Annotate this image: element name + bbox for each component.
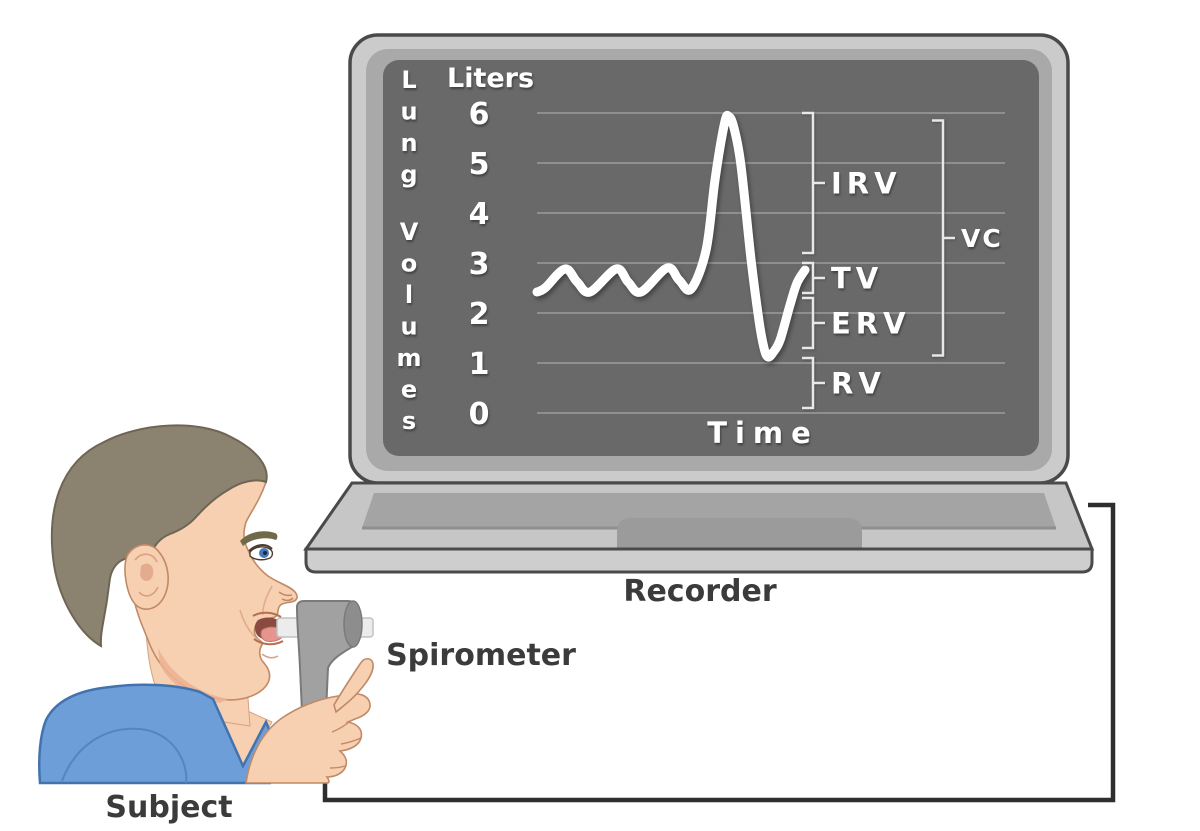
label-tidal-volume: TV	[831, 261, 883, 295]
y-axis-title: Liters	[447, 63, 534, 94]
bracket-residual-volume	[802, 356, 825, 410]
y-tick-4: 4	[469, 197, 490, 232]
spirometer-end-cap	[343, 600, 363, 648]
spirogram-chart: 6 5 4 3 2 1 0 IRV TV ERV RV VC	[469, 97, 1005, 432]
y-tick-3: 3	[469, 247, 490, 282]
y-tick-2: 2	[469, 297, 490, 332]
subject-figure	[38, 424, 298, 785]
subject-nose-detail	[278, 591, 294, 602]
y-tick-6: 6	[469, 97, 490, 132]
side-label-char: g	[400, 161, 417, 189]
label-residual-volume: RV	[831, 366, 886, 400]
subject-ear-inner	[140, 563, 154, 581]
subject-pupil	[263, 551, 267, 555]
bracket-expiratory-reserve-volume	[802, 296, 825, 350]
shirt-fold	[61, 727, 188, 784]
spirogram-trace	[532, 110, 810, 362]
subject-hair	[50, 424, 268, 648]
subject-eyelid	[248, 544, 273, 552]
subject-chin-crease	[261, 653, 279, 659]
spirometer-device	[252, 600, 374, 720]
finger-creases	[329, 721, 362, 769]
laptop-front-edge	[304, 547, 1094, 574]
subject-upper-lip	[252, 611, 282, 618]
y-tick-1: 1	[469, 347, 490, 382]
laptop-keyboard	[362, 493, 1056, 528]
subject-index-finger	[333, 657, 374, 714]
subject-eyebrow	[240, 531, 278, 546]
label-expiratory-reserve-volume: ERV	[831, 306, 911, 340]
spirometer-label: Spirometer	[386, 638, 576, 673]
label-inspiratory-reserve-volume: IRV	[831, 166, 902, 200]
y-tick-0: 0	[469, 397, 490, 432]
y-tick-5: 5	[469, 147, 490, 182]
bracket-vital-capacity	[932, 119, 955, 357]
bracket-tidal-volume	[802, 261, 825, 295]
side-label-char: s	[402, 407, 416, 435]
subject-label: Subject	[105, 790, 232, 825]
label-vital-capacity: VC	[961, 224, 1003, 253]
x-axis-title: Time	[707, 416, 819, 450]
laptop-screen	[383, 60, 1039, 456]
subject-ear-detail	[134, 553, 159, 597]
side-label-char: o	[401, 250, 418, 278]
side-label-char: u	[400, 313, 417, 341]
side-label-char: m	[396, 344, 421, 372]
subject-lower-lip	[253, 638, 284, 646]
laptop-touchpad	[617, 518, 862, 549]
side-label-char: u	[400, 98, 417, 126]
subject-forearm	[245, 693, 371, 784]
connection-wire	[322, 502, 1116, 803]
subject-hand	[245, 657, 374, 784]
spirometer-body	[295, 600, 356, 720]
side-label-char: n	[400, 129, 417, 157]
side-label-char: V	[400, 218, 419, 246]
side-label-char: l	[405, 281, 413, 309]
bracket-inspiratory-reserve-volume	[802, 111, 825, 255]
side-label-char: L	[401, 66, 416, 94]
side-label-char: e	[401, 376, 417, 404]
recorder-label: Recorder	[623, 574, 776, 609]
